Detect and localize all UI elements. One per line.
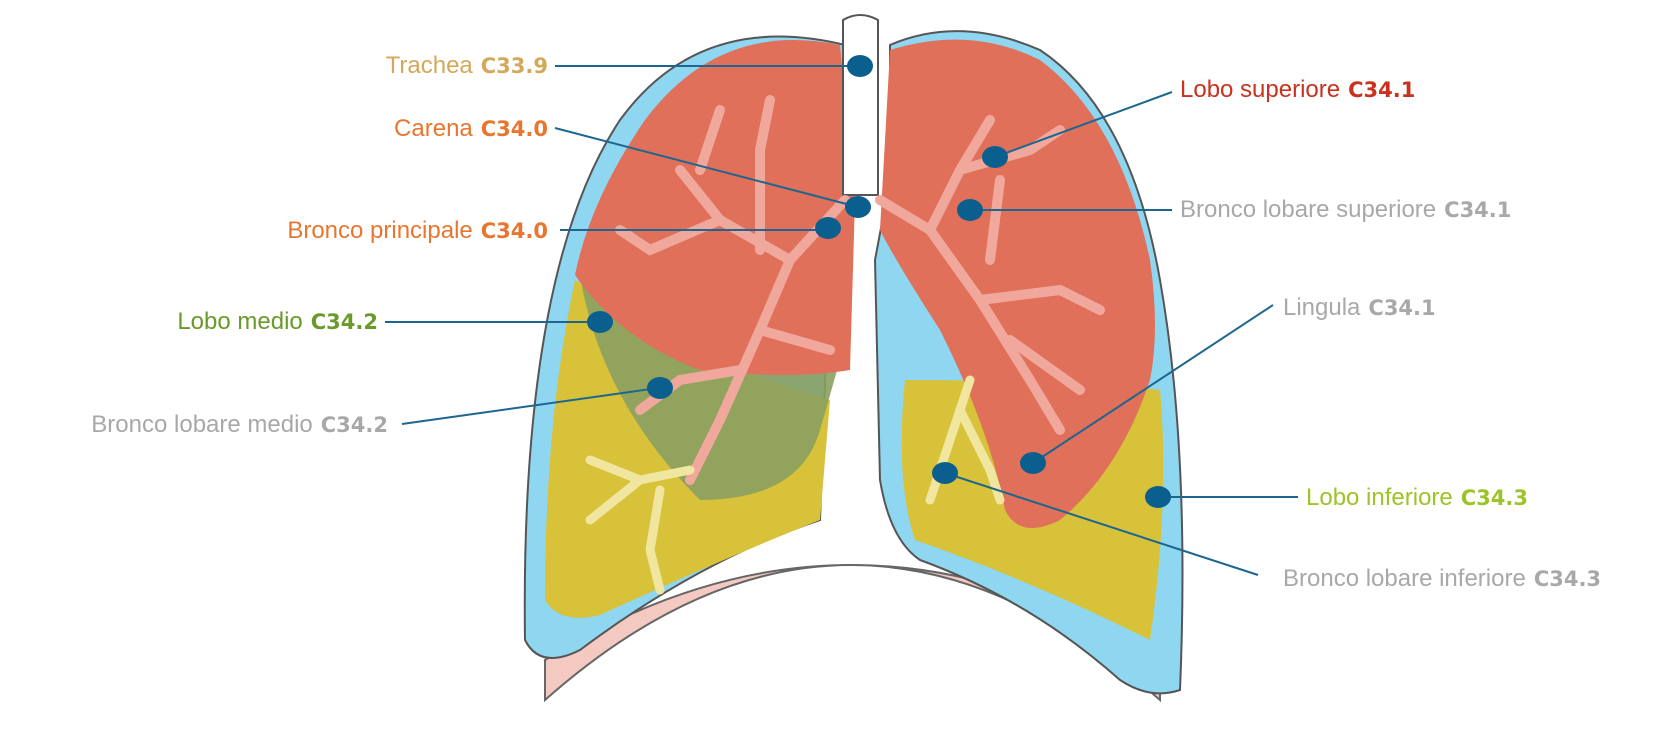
label-lingula-code: C34.1 bbox=[1368, 296, 1435, 320]
label-bronco-lobare-medio-name: Bronco lobare medio bbox=[91, 411, 312, 438]
label-lingula: Lingula C34.1 bbox=[1283, 294, 1436, 322]
trachea bbox=[843, 15, 878, 195]
marker-lobo-superiore bbox=[982, 146, 1008, 168]
label-carena-name: Carena bbox=[394, 115, 473, 142]
label-carena: Carena C34.0 bbox=[394, 115, 548, 143]
label-bronco-lobare-superiore: Bronco lobare superiore C34.1 bbox=[1180, 196, 1511, 224]
label-lobo-superiore: Lobo superiore C34.1 bbox=[1180, 76, 1415, 104]
label-lobo-medio-name: Lobo medio bbox=[177, 308, 302, 335]
label-bronco-principale-name: Bronco principale bbox=[287, 217, 472, 244]
marker-bronco-lobare-medio bbox=[647, 377, 673, 399]
label-bronco-principale: Bronco principale C34.0 bbox=[287, 217, 548, 245]
label-lobo-superiore-code: C34.1 bbox=[1348, 78, 1415, 102]
marker-bronco-principale bbox=[815, 217, 841, 239]
label-bronco-principale-code: C34.0 bbox=[481, 219, 548, 243]
label-lobo-inferiore-code: C34.3 bbox=[1461, 486, 1528, 510]
label-trachea-name: Trachea bbox=[386, 52, 473, 79]
marker-trachea bbox=[847, 55, 873, 77]
marker-lobo-inferiore bbox=[1145, 486, 1171, 508]
label-bronco-lobare-superiore-name: Bronco lobare superiore bbox=[1180, 196, 1436, 223]
label-lobo-inferiore-name: Lobo inferiore bbox=[1306, 484, 1453, 511]
label-trachea: Trachea C33.9 bbox=[386, 52, 548, 80]
label-bronco-lobare-inferiore-code: C34.3 bbox=[1534, 567, 1601, 591]
marker-lingula bbox=[1020, 452, 1046, 474]
label-bronco-lobare-inferiore-name: Bronco lobare inferiore bbox=[1283, 565, 1526, 592]
label-lingula-name: Lingula bbox=[1283, 294, 1360, 321]
label-bronco-lobare-medio: Bronco lobare medio C34.2 bbox=[91, 411, 388, 439]
marker-carena bbox=[845, 196, 871, 218]
marker-bronco-lobare-inferiore bbox=[932, 462, 958, 484]
label-lobo-superiore-name: Lobo superiore bbox=[1180, 76, 1340, 103]
marker-bronco-lobare-superiore bbox=[957, 199, 983, 221]
label-trachea-code: C33.9 bbox=[481, 54, 548, 78]
marker-lobo-medio bbox=[587, 311, 613, 333]
label-bronco-lobare-medio-code: C34.2 bbox=[321, 413, 388, 437]
label-lobo-inferiore: Lobo inferiore C34.3 bbox=[1306, 484, 1528, 512]
label-lobo-medio: Lobo medio C34.2 bbox=[177, 308, 378, 336]
label-carena-code: C34.0 bbox=[481, 117, 548, 141]
label-bronco-lobare-inferiore: Bronco lobare inferiore C34.3 bbox=[1283, 565, 1601, 593]
label-lobo-medio-code: C34.2 bbox=[311, 310, 378, 334]
label-bronco-lobare-superiore-code: C34.1 bbox=[1444, 198, 1511, 222]
